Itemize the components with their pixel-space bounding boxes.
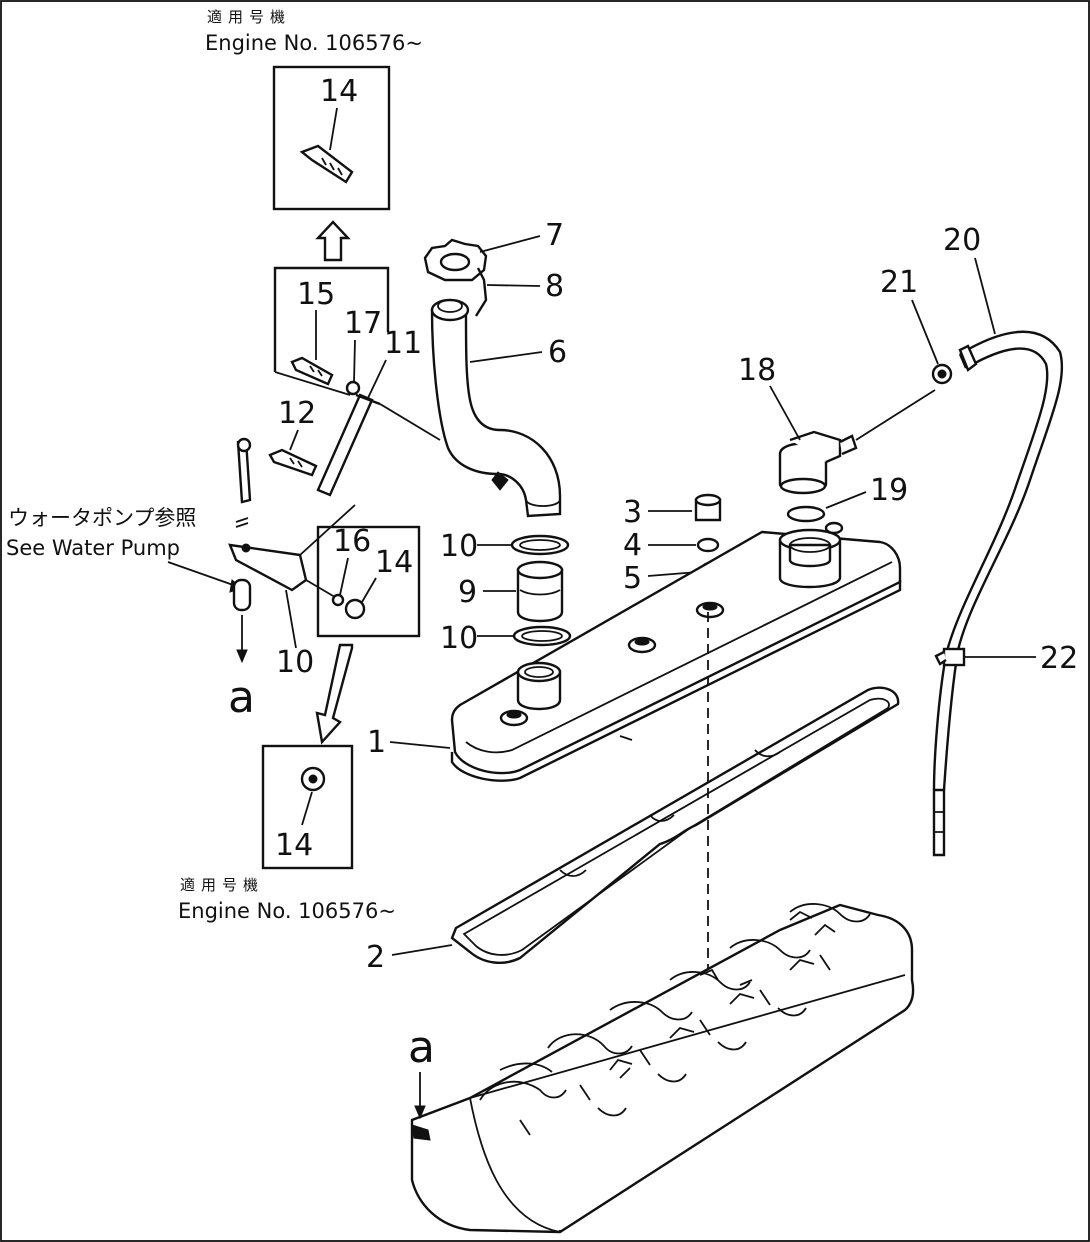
callout-13: 12: [278, 396, 316, 431]
plug-3: [694, 493, 722, 522]
callout-9: 9: [458, 575, 477, 610]
callout-1: 1: [367, 725, 386, 760]
inset-box-top: [272, 65, 391, 211]
note-top-en: Engine No. 106576~: [205, 31, 423, 55]
callout-16-top: 14: [320, 74, 358, 109]
gasket-2: [450, 686, 900, 964]
note-top-jp: 適用号機: [207, 8, 291, 26]
callout-8: 8: [545, 269, 564, 304]
callout-2: 2: [366, 940, 385, 975]
callout-17: 17: [344, 306, 382, 341]
callout-12: 11: [384, 326, 422, 361]
callout-10-bottom: 10: [440, 621, 478, 656]
callout-21: 21: [880, 265, 918, 300]
callout-6: 6: [548, 335, 567, 370]
note-water-en: See Water Pump: [6, 536, 180, 560]
callout-4: 4: [623, 528, 642, 563]
breather-18: [778, 430, 858, 495]
nut-14-inset: [344, 598, 366, 620]
nut-14-bottom: [300, 766, 326, 792]
note-bottom-en: Engine No. 106576~: [178, 899, 396, 923]
callout-15: 16: [333, 524, 371, 559]
hose-9: [516, 560, 564, 623]
callout-19: 19: [870, 473, 908, 508]
bolt-13: [268, 448, 318, 477]
oring-19: [786, 505, 826, 523]
inset-box-15-14: [316, 525, 421, 638]
cap-7: [423, 238, 488, 282]
hose-20: [932, 330, 1064, 857]
callout-22: 22: [1040, 641, 1078, 676]
callout-20: 20: [943, 223, 981, 258]
callout-3: 3: [623, 495, 642, 530]
note-water-jp: ウォータポンプ参照: [8, 506, 196, 530]
cylinder-head: [410, 903, 915, 1234]
bolt-16-top: [299, 144, 354, 184]
pin-a: [232, 578, 252, 664]
callout-14-inset: 14: [375, 545, 413, 580]
cylinder-head-cover-1: [450, 521, 902, 782]
note-bottom-jp: 適用号機: [180, 876, 264, 894]
callout-10-top: 10: [440, 529, 478, 564]
arrow-down: [315, 643, 354, 745]
rod-12: [316, 393, 441, 497]
filler-tube-6: [430, 298, 562, 518]
bracket-11: [228, 437, 356, 601]
ref-a-upper: a: [228, 672, 255, 723]
washer-4: [696, 537, 720, 553]
callout-7: 7: [545, 218, 564, 253]
callout-14-bottom: 14: [275, 828, 313, 863]
washer-17: [345, 380, 361, 396]
leader-16-top: [329, 107, 338, 151]
washer-15: [331, 593, 345, 607]
inset-box-bottom: [261, 744, 354, 870]
clamp-10-top: [510, 534, 570, 556]
clamp-10-bottom: [512, 625, 572, 647]
chain-8: [474, 267, 488, 317]
callout-16-mid: 15: [297, 277, 335, 312]
inset-box-middle: [273, 266, 390, 372]
clamp-22: [934, 647, 966, 667]
clamp-21: [931, 363, 953, 385]
callout-11: 10: [276, 645, 314, 680]
bolt-16-mid: [290, 356, 334, 386]
arrow-up: [315, 220, 351, 262]
callout-5: 5: [623, 561, 642, 596]
ref-a-lower: a: [408, 1022, 435, 1073]
callout-18: 18: [738, 353, 776, 388]
